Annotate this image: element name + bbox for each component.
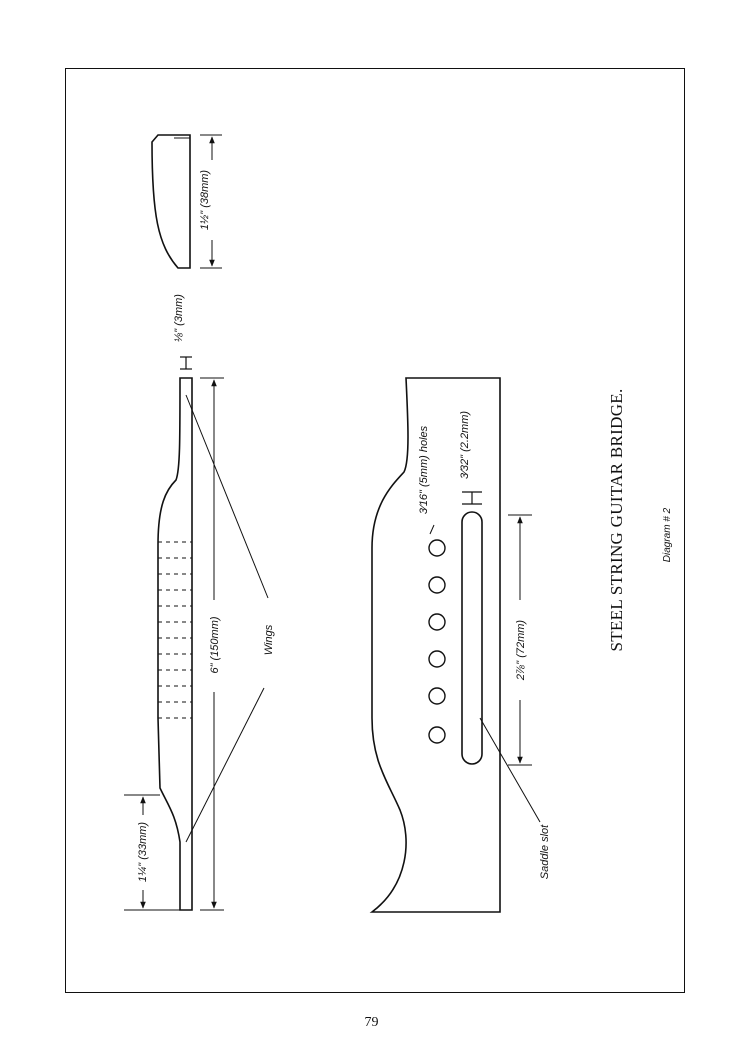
end-view	[151, 134, 191, 269]
side-view	[157, 377, 193, 911]
end-height-label: 1½" (38mm)	[199, 170, 211, 230]
top-view	[369, 377, 501, 913]
total-length-dimension	[200, 377, 224, 911]
page-number: 79	[364, 1015, 379, 1030]
diagram-frame	[65, 68, 685, 993]
saddle-slot-label: Saddle slot	[539, 824, 551, 879]
pin-holes	[428, 539, 446, 744]
slot-length-dimension	[508, 514, 532, 766]
thickness-label: ⅛" (3mm)	[173, 294, 185, 342]
wing-length-label: 1¼" (33mm)	[137, 822, 149, 882]
wings-leaders	[185, 394, 269, 843]
wings-label: Wings	[263, 624, 275, 655]
holes-label: 3⁄16" (5mm) holes	[418, 425, 430, 514]
diagram-caption: Diagram # 2	[662, 507, 673, 562]
diagram-title: STEEL STRING GUITAR BRIDGE.	[607, 389, 626, 652]
slot-width-label: 3⁄32" (2.2mm)	[459, 411, 471, 479]
holes-leader	[429, 524, 435, 535]
fret-dash-lines	[158, 541, 192, 719]
end-height-dimension	[200, 134, 222, 269]
saddle-slot-leader	[479, 717, 541, 823]
total-length-label: 6" (150mm)	[209, 616, 221, 673]
thickness-dimension	[180, 356, 192, 370]
wing-length-dimension	[124, 794, 180, 911]
slot-length-label: 2⅞" (72mm)	[515, 620, 527, 681]
slot-width-dimension	[462, 491, 482, 505]
